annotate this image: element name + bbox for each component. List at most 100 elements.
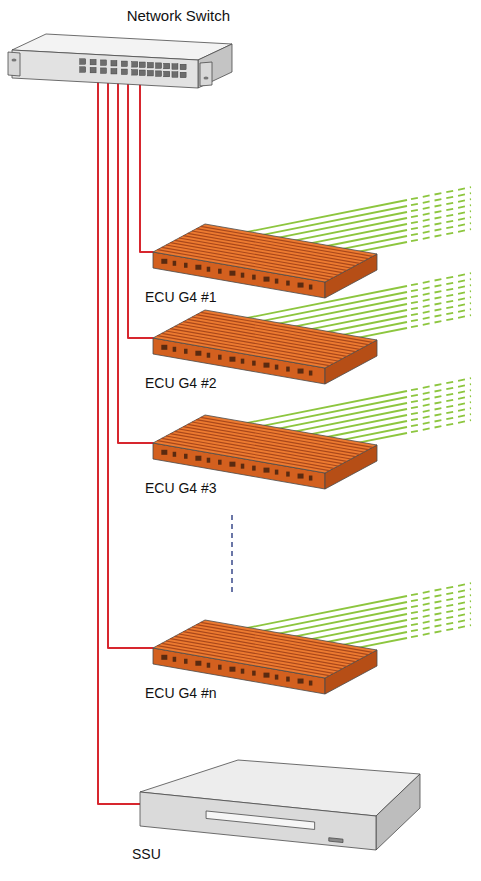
connector-socket bbox=[241, 669, 245, 674]
connector-socket bbox=[195, 265, 201, 270]
cooling-fin bbox=[170, 243, 342, 273]
cooling-fin bbox=[162, 643, 334, 673]
sensor-cable bbox=[339, 632, 407, 646]
cooling-fin bbox=[183, 632, 355, 662]
sensor-cable bbox=[305, 415, 407, 435]
connector-socket bbox=[161, 655, 167, 660]
connector-socket bbox=[275, 279, 279, 284]
connector-socket bbox=[298, 474, 304, 479]
ear-hole bbox=[12, 59, 17, 62]
device-label: SSU bbox=[132, 846, 161, 862]
sensor-cable-dashed bbox=[411, 583, 471, 595]
network-port bbox=[121, 61, 127, 67]
sensor-cable-dashed bbox=[411, 309, 471, 321]
network-port bbox=[121, 69, 127, 75]
switch-device: Network Switch bbox=[8, 4, 236, 94]
sensor-cable-dashed bbox=[411, 601, 471, 613]
connector-socket bbox=[161, 450, 167, 455]
sensor-cable-dashed bbox=[411, 285, 471, 297]
network-port bbox=[132, 70, 138, 76]
connector-socket bbox=[263, 468, 269, 473]
network-port bbox=[139, 70, 145, 76]
network-port bbox=[164, 71, 170, 77]
sensor-cable bbox=[254, 206, 407, 237]
network-port bbox=[132, 62, 138, 68]
sensor-cable-dashed bbox=[411, 420, 471, 432]
cooling-fin bbox=[192, 627, 364, 657]
drive-slot bbox=[206, 811, 315, 830]
cooling-fin bbox=[166, 641, 338, 671]
sensor-cable-dashed bbox=[411, 408, 471, 420]
connector-socket bbox=[275, 365, 279, 370]
network-port bbox=[156, 63, 162, 69]
cooling-fin bbox=[192, 422, 364, 452]
sensor-cable-dashed bbox=[411, 595, 471, 607]
connector-socket bbox=[275, 470, 279, 475]
sensor-cable bbox=[288, 304, 407, 328]
ssu-front bbox=[140, 792, 376, 850]
ecu-top bbox=[153, 415, 377, 473]
sensor-cable-dashed bbox=[411, 384, 471, 396]
connector-socket bbox=[298, 679, 304, 684]
connector-socket bbox=[286, 367, 290, 372]
sensor-cable bbox=[271, 608, 407, 635]
connector-socket bbox=[173, 452, 177, 457]
connector-socket bbox=[286, 677, 290, 682]
connector-socket bbox=[241, 273, 245, 278]
sensor-cable-dashed bbox=[411, 217, 471, 229]
cooling-fin bbox=[170, 639, 342, 669]
cooling-fin bbox=[162, 247, 334, 277]
cooling-fin bbox=[188, 424, 360, 454]
connector-socket bbox=[218, 355, 222, 360]
connector-socket bbox=[161, 259, 167, 264]
sensor-cable-dashed bbox=[411, 297, 471, 309]
connector-socket bbox=[241, 464, 245, 469]
switch-front bbox=[12, 50, 198, 88]
sensor-cable bbox=[254, 602, 407, 633]
connector-socket bbox=[252, 671, 256, 676]
cooling-fin bbox=[196, 315, 368, 345]
sensor-cable bbox=[356, 433, 407, 443]
connector-socket bbox=[184, 263, 188, 268]
network-port bbox=[111, 68, 117, 74]
cooling-fin bbox=[175, 636, 347, 666]
sensor-cable bbox=[288, 409, 407, 433]
sensor-cable bbox=[339, 322, 407, 336]
sensor-cable bbox=[339, 236, 407, 250]
connector-socket bbox=[252, 275, 256, 280]
connector-socket bbox=[207, 458, 211, 463]
cooling-fin bbox=[162, 438, 334, 468]
network-port bbox=[111, 60, 117, 65]
connector-socket bbox=[252, 466, 256, 471]
cooling-fin bbox=[157, 646, 329, 676]
network-cable bbox=[98, 94, 128, 804]
sensor-cable-dashed bbox=[411, 589, 471, 601]
device-label: ECU G4 #2 bbox=[145, 375, 217, 391]
connector-socket bbox=[161, 345, 167, 350]
cooling-fin bbox=[183, 427, 355, 457]
cooling-fin bbox=[201, 226, 373, 256]
sensor-cable-dashed bbox=[411, 607, 471, 619]
sensor-cable bbox=[288, 614, 407, 638]
sensor-cable bbox=[356, 242, 407, 252]
connector-socket bbox=[309, 476, 313, 481]
connector-socket bbox=[207, 353, 211, 358]
connector-socket bbox=[298, 283, 304, 288]
sensor-cable bbox=[339, 427, 407, 441]
sensor-cable-dashed bbox=[411, 315, 471, 327]
cooling-fin bbox=[179, 634, 351, 664]
network-port bbox=[80, 67, 86, 73]
cooling-fin bbox=[179, 238, 351, 268]
connector-socket bbox=[241, 359, 245, 364]
network-cable bbox=[118, 94, 145, 443]
ecu-device: ECU G4 #3 bbox=[145, 403, 383, 499]
sensor-cable bbox=[288, 218, 407, 242]
cooling-fin bbox=[188, 319, 360, 349]
connector-socket bbox=[309, 681, 313, 686]
connector-socket bbox=[309, 285, 313, 290]
cooling-fin bbox=[162, 333, 334, 363]
network-port bbox=[101, 60, 107, 66]
continuation-mark bbox=[231, 515, 233, 592]
network-port bbox=[80, 59, 86, 65]
connector-socket bbox=[309, 371, 313, 376]
